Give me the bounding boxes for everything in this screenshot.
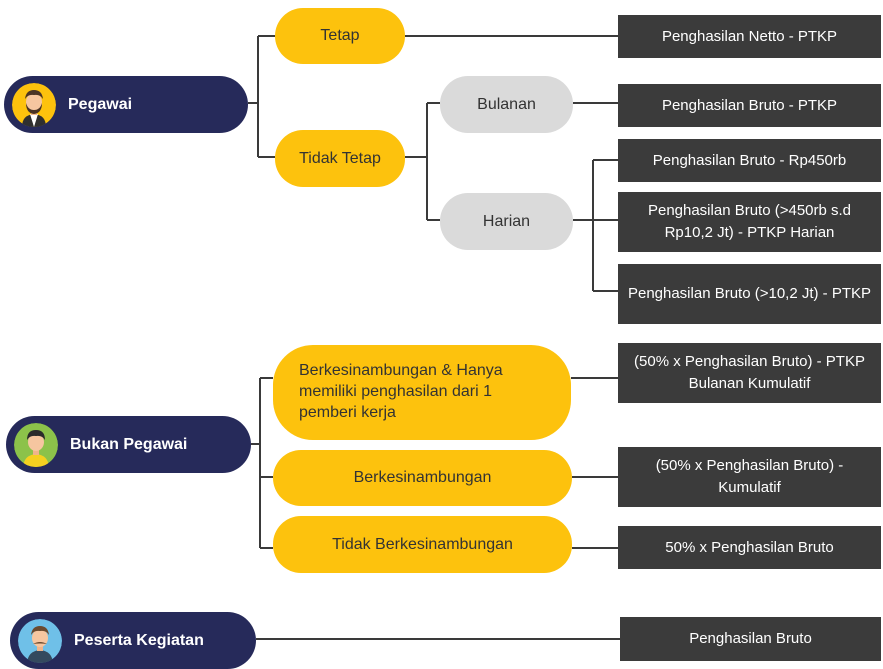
- output-bruto-ptkp-harian: Penghasilan Bruto (>450rb s.d Rp10,2 Jt)…: [618, 192, 881, 252]
- man-beard-avatar-icon: [12, 82, 56, 127]
- output-penghasilan-bruto: Penghasilan Bruto: [620, 617, 881, 661]
- category-pegawai: Pegawai: [4, 76, 248, 133]
- person-avatar-icon: [14, 422, 58, 467]
- category-label: Bukan Pegawai: [70, 435, 188, 453]
- output-bruto-ptkp: Penghasilan Bruto - PTKP: [618, 84, 881, 127]
- node-tetap: Tetap: [275, 8, 405, 64]
- man-mustache-avatar-icon: [18, 618, 62, 663]
- output-bruto-10jt-ptkp: Penghasilan Bruto (>10,2 Jt) - PTKP: [618, 264, 881, 324]
- category-bukan-pegawai: Bukan Pegawai: [6, 416, 251, 473]
- output-50-bruto-ptkp-kumulatif: (50% x Penghasilan Bruto) - PTKP Bulanan…: [618, 343, 881, 403]
- output-netto-ptkp: Penghasilan Netto - PTKP: [618, 15, 881, 58]
- category-peserta-kegiatan: Peserta Kegiatan: [10, 612, 256, 669]
- node-berkesinambungan-satu-pemberi-kerja: Berkesinambungan & Hanya memiliki pengha…: [273, 345, 571, 440]
- node-berkesinambungan: Berkesinambungan: [273, 450, 572, 506]
- category-label: Pegawai: [68, 95, 133, 113]
- node-tidak-berkesinambungan: Tidak Berkesinambungan: [273, 516, 572, 573]
- node-tidak-tetap: Tidak Tetap: [275, 130, 405, 187]
- category-label: Peserta Kegiatan: [74, 631, 204, 649]
- node-harian: Harian: [440, 193, 573, 250]
- output-50-bruto-kumulatif: (50% x Penghasilan Bruto) - Kumulatif: [618, 447, 881, 507]
- node-bulanan: Bulanan: [440, 76, 573, 133]
- output-50-bruto: 50% x Penghasilan Bruto: [618, 526, 881, 569]
- output-bruto-450rb: Penghasilan Bruto - Rp450rb: [618, 139, 881, 182]
